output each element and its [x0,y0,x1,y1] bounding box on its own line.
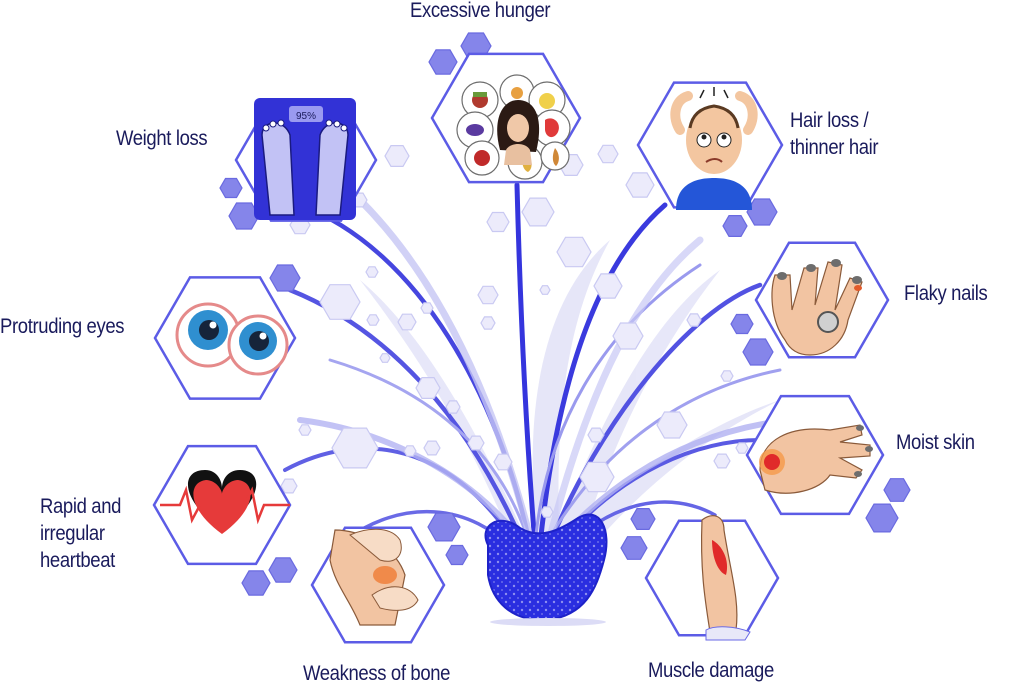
decorative-hexagon [415,377,441,399]
heart-pulse-icon [160,470,290,534]
decorative-hexagon [480,316,496,330]
decorative-hexagon [486,211,510,233]
decorative-hexagon [865,503,899,533]
decorative-hexagon [477,285,499,305]
decorative-hexagon [428,49,458,75]
decorative-hexagon [420,302,434,314]
leg-muscle-icon [700,515,751,641]
label-hair-loss: Hair loss / thinner hair [790,109,879,159]
label-weight-loss: Weight loss [116,127,208,150]
decorative-hexagon [423,440,441,456]
decorative-hexagon [397,313,417,331]
decorative-hexagon [625,172,655,198]
vase-icon [484,513,608,626]
decorative-hexagon [467,435,485,451]
decorative-hexagon [686,313,702,327]
hand-nails-icon [771,259,863,356]
decorative-hexagon [445,544,469,566]
label-rapid-heartbeat: Rapid and irregular heartbeat [40,495,122,572]
decorative-hexagon [597,144,619,164]
decorative-hexagon [540,506,554,518]
decorative-hexagon [445,400,461,414]
decorative-hexagon [366,314,380,326]
label-excessive-hunger: Excessive hunger [410,0,551,22]
decorative-hexagon [556,236,592,268]
decorative-hexagon [742,338,774,366]
decorative-hexagon [593,273,623,299]
decorative-hexagon [298,424,312,436]
decorative-hexagon [403,445,417,457]
decorative-hexagon [713,453,731,469]
decorative-hexagon [268,557,298,583]
label-moist-skin: Moist skin [896,431,975,454]
decorative-hexagon [630,508,656,531]
decorative-hexagon [656,411,688,439]
decorative-hexagon [280,478,298,494]
decorative-hexagon [228,202,260,230]
label-muscle-damage: Muscle damage [648,659,774,682]
decorative-hexagon [720,370,734,382]
decorative-hexagon [722,215,748,237]
knee-pain-icon [329,528,419,626]
hand-skin-icon [759,424,873,494]
decorative-hexagon [579,461,615,493]
label-weakness-of-bone: Weakness of bone [303,662,451,685]
decorative-hexagon [384,145,410,167]
bathroom-scale-icon: 95% [254,98,356,220]
decorative-hexagon [521,197,555,227]
label-flaky-nails: Flaky nails [904,282,988,305]
decorative-hexagon [331,427,379,469]
decorative-hexagon [319,284,361,320]
decorative-hexagon [735,442,749,454]
label-protruding-eyes: Protruding eyes [0,315,125,338]
decorative-hexagon [269,264,301,292]
thought-bubbles-food-icon [456,74,571,180]
decorative-hexagon [379,353,391,363]
scale-reading: 95% [296,111,316,122]
decorative-hexagon [612,322,644,350]
decorative-hexagon [587,427,605,443]
decorative-hexagon [730,313,754,335]
decorative-hexagon [620,536,648,560]
decorative-hexagon [219,177,243,199]
decorative-hexagon [883,478,911,502]
decorative-hexagon [746,198,778,226]
decorative-hexagon [493,453,513,471]
decorative-hexagon [539,285,551,295]
decorative-hexagon [241,570,271,596]
bulging-eyes-icon [175,302,289,376]
decorative-hexagon [427,512,461,542]
balding-man-icon [670,87,758,210]
decorative-hexagon [365,266,379,278]
